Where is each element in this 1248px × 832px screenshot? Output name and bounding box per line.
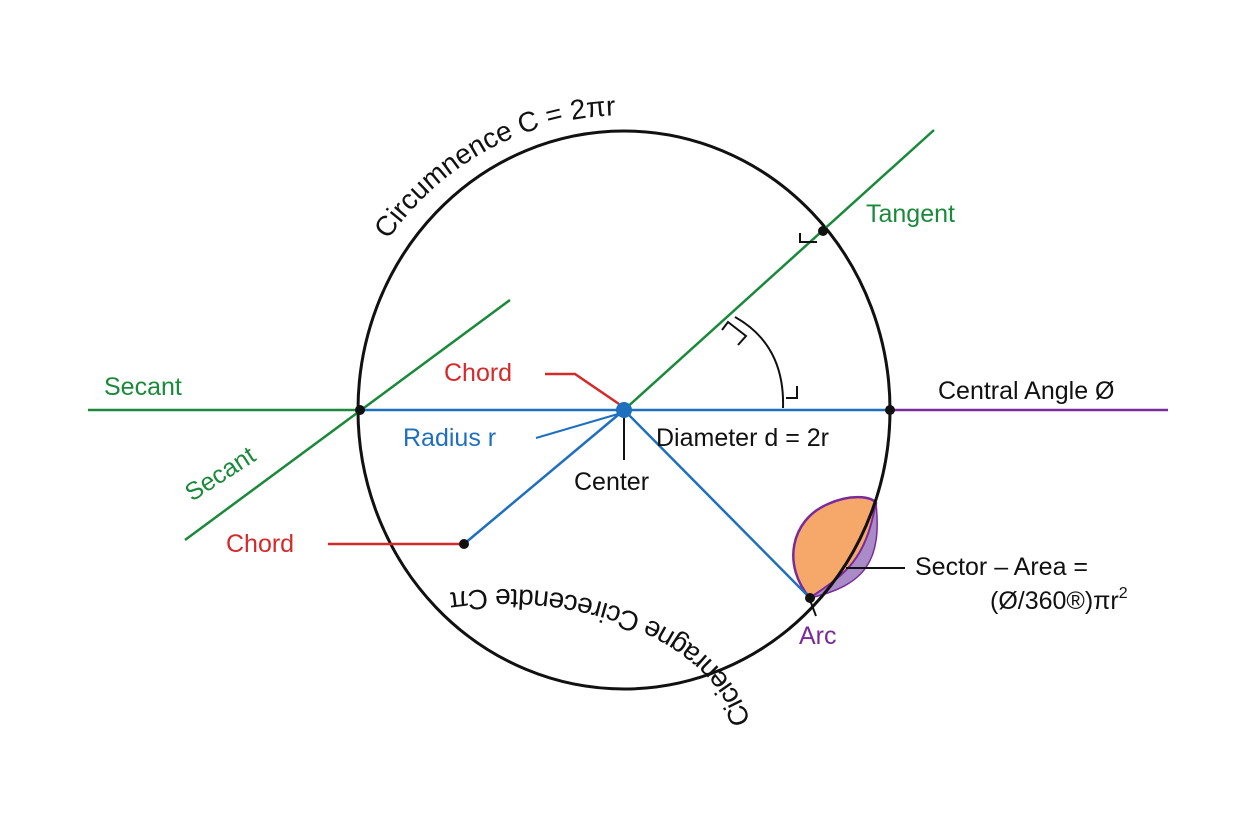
secant-horizontal-label: Secant xyxy=(104,373,182,401)
center-point xyxy=(616,402,632,418)
chord-upper-label: Chord xyxy=(444,359,512,387)
tangent-label: Tangent xyxy=(866,200,955,228)
chord-lower-endpoint xyxy=(459,539,469,549)
arc-endpoint xyxy=(805,593,815,603)
diameter-label: Diameter d = 2r xyxy=(656,424,829,452)
sector-formula-exponent: 2 xyxy=(1119,585,1128,602)
radius-leader xyxy=(535,413,619,439)
chord-upper-leader xyxy=(545,372,620,406)
chord-lower-label: Chord xyxy=(226,530,294,558)
arc-label: Arc xyxy=(799,622,837,650)
sector-label-line1: Sector – Area = xyxy=(915,553,1088,581)
circumference-bottom-label: Cicienragne Ccirecendte Cπ xyxy=(447,583,756,731)
tangent-point xyxy=(818,226,828,236)
central-angle-arc xyxy=(734,316,785,409)
secant-diagonal-line xyxy=(184,298,511,542)
tangent-line xyxy=(623,129,935,411)
sector-formula-main: (Ø/360®)πr xyxy=(990,587,1119,615)
right-angle-mark-tangent xyxy=(799,233,817,243)
secant-diagonal-label: Secant xyxy=(180,441,261,507)
central-angle-label: Central Angle Ø xyxy=(938,377,1115,405)
sector-label-line2: (Ø/360®)πr2 xyxy=(990,585,1128,615)
right-angle-mark-angle xyxy=(786,386,798,399)
radius-line-lower-left xyxy=(463,409,625,545)
angle-tick-mark xyxy=(721,320,748,346)
radius-line-lower-right xyxy=(623,409,811,599)
left-intersection-point xyxy=(355,405,365,415)
radius-label: Radius r xyxy=(403,424,496,452)
right-intersection-point xyxy=(885,405,895,415)
center-label: Center xyxy=(574,468,649,496)
